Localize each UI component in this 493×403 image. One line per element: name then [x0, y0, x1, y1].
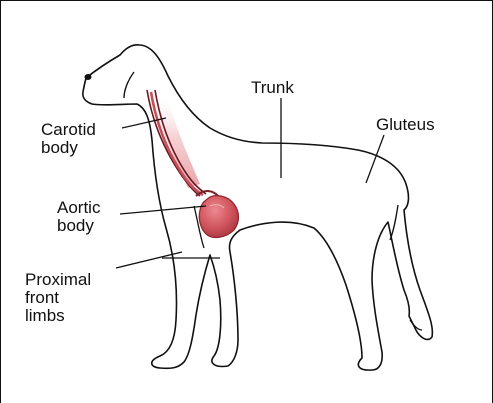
leader-limbs: [116, 252, 182, 268]
label-proximal-front-limbs: Proximal front limbs: [25, 271, 91, 325]
label-gluteus: Gluteus: [376, 116, 435, 134]
label-trunk: Trunk: [251, 79, 294, 97]
heart: [199, 196, 238, 238]
label-aortic-body: Aortic body: [57, 199, 100, 235]
label-carotid-body: Carotid body: [41, 121, 96, 157]
nose: [85, 74, 92, 80]
